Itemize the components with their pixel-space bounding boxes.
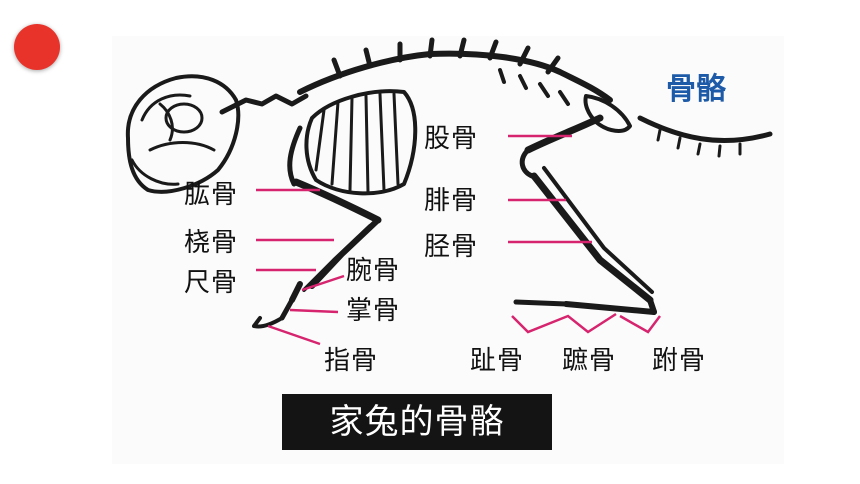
leader-tarsal [619,314,661,334]
label-phalanges: 指骨 [324,346,379,376]
tail [637,115,773,144]
record-indicator-dot [14,24,60,70]
label-metacarpals: 掌骨 [346,296,401,326]
knee [519,147,535,179]
label-femur: 股骨 [424,124,479,154]
skeleton-figure-panel [112,36,784,464]
label-tibia: 胫骨 [424,232,479,262]
diagram-title: 骨骼 [666,72,726,107]
ribcage [304,89,418,196]
leader-toe-metatarsal [511,312,617,334]
femur-bone [524,114,604,154]
humerus-bone [292,178,382,224]
label-fibula: 腓骨 [424,186,479,216]
carpal-bones [289,281,303,303]
leader-metacarpals [289,308,339,314]
label-humerus: 肱骨 [184,180,239,210]
leader-phalanges [267,324,321,346]
leader-carpals [301,274,345,292]
label-ulna: 尺骨 [184,268,239,298]
neck-vertebrae [219,93,309,115]
finger-bones [252,316,284,329]
tibia-fibula-bones [530,172,654,304]
label-carpals: 腕骨 [346,256,401,286]
skull [125,74,241,194]
label-metatarsals: 蹠骨 [562,346,617,376]
metatarsal-bones [563,301,657,315]
figure-caption: 家兔的骨骼 [282,394,552,450]
pelvis [583,94,632,133]
toe-bones [513,299,569,307]
label-toe-bones: 趾骨 [470,346,525,376]
spine [297,50,613,103]
scapula [287,125,303,187]
metacarpal-bones [279,297,295,321]
label-tarsals: 跗骨 [652,346,707,376]
label-radius: 桡骨 [184,228,239,258]
